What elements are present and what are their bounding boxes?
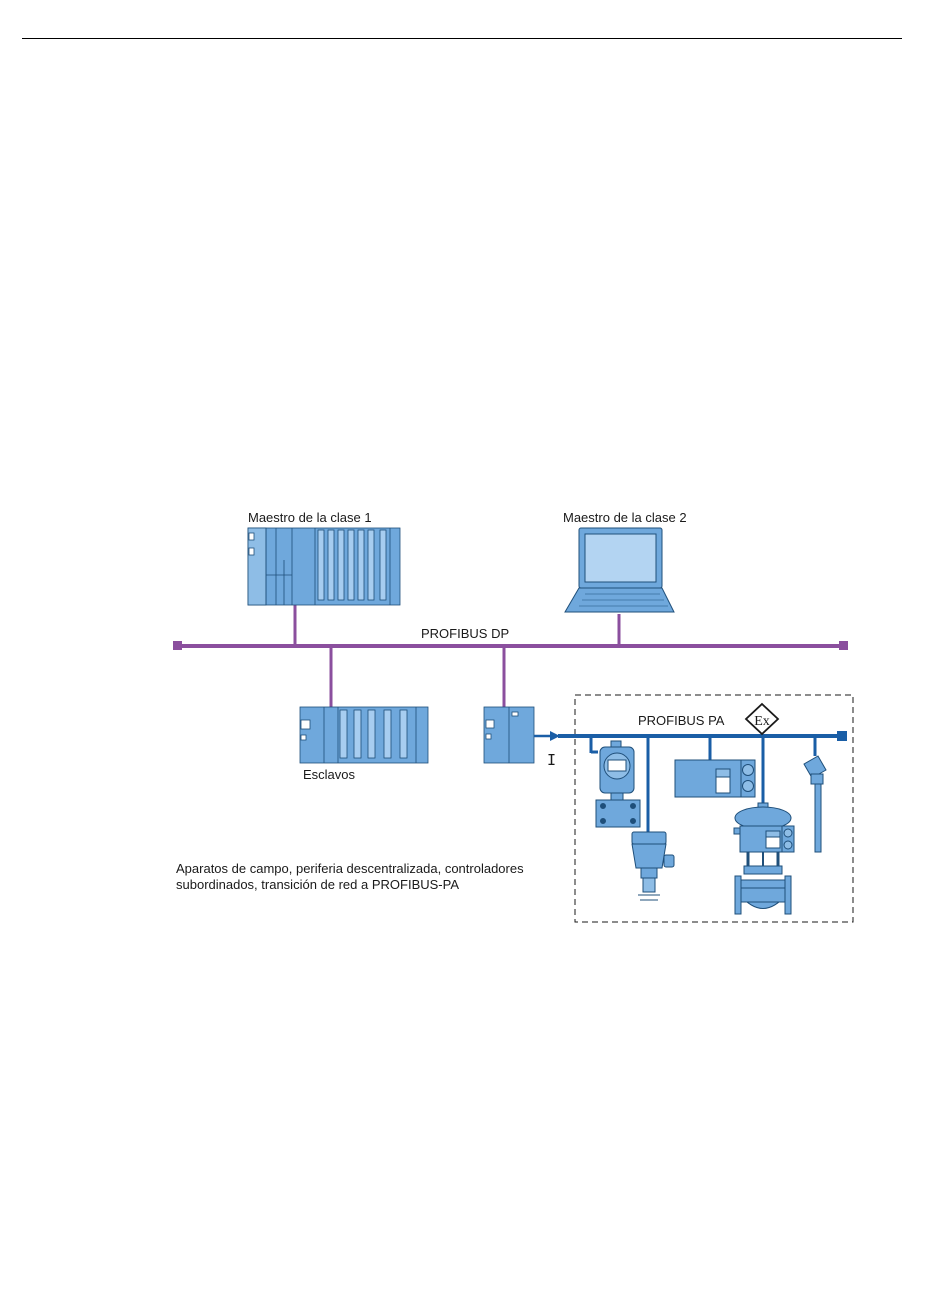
caption-line-2: subordinados, transición de red a PROFIB… bbox=[176, 877, 459, 893]
profibus-dp-bus bbox=[173, 605, 848, 707]
profibus-pa-label: PROFIBUS PA bbox=[638, 713, 724, 729]
plc-rack-icon bbox=[248, 528, 400, 605]
coupler-mark: I bbox=[547, 752, 556, 768]
slaves-label: Esclavos bbox=[303, 767, 355, 783]
profibus-dp-label: PROFIBUS DP bbox=[421, 626, 509, 642]
dp-pa-coupler-icon bbox=[484, 707, 534, 763]
positioner-icon bbox=[675, 760, 755, 797]
laptop-icon bbox=[565, 528, 674, 612]
caption-line-1: Aparatos de campo, periferia descentrali… bbox=[176, 861, 524, 877]
pressure-transmitter-icon bbox=[596, 741, 640, 827]
explosion-protection-icon: Ex bbox=[746, 704, 778, 734]
ex-mark: Ex bbox=[754, 714, 770, 729]
master-class-1-label: Maestro de la clase 1 bbox=[248, 510, 372, 526]
slave-plc-rack-icon bbox=[300, 707, 428, 763]
temperature-sensor-icon bbox=[804, 756, 826, 852]
master-class-2-label: Maestro de la clase 2 bbox=[563, 510, 687, 526]
control-valve-icon bbox=[734, 803, 794, 914]
level-transmitter-icon bbox=[632, 832, 674, 900]
